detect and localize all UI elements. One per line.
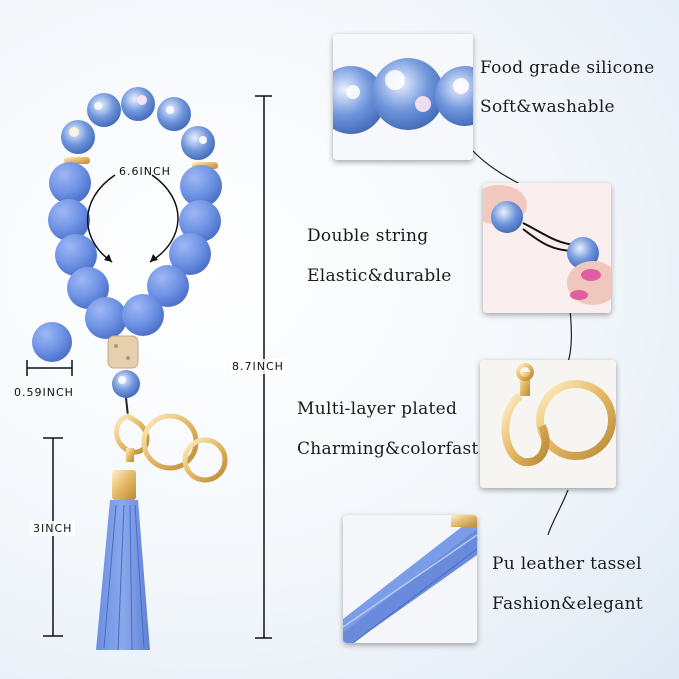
feature-1-line1: Food grade silicone bbox=[480, 58, 655, 78]
wood-bead bbox=[107, 335, 139, 369]
loop-length-label: 6.6INCH bbox=[119, 165, 171, 178]
bead-width-marker bbox=[26, 360, 73, 376]
feature-4-line2: Fashion&elegant bbox=[492, 594, 644, 614]
feature-3-line1: Multi-layer plated bbox=[297, 399, 458, 419]
silicone-beads bbox=[48, 162, 222, 339]
tassel bbox=[96, 500, 150, 651]
feature-2-line2: Elastic&durable bbox=[307, 266, 452, 286]
loop-arrows bbox=[86, 174, 179, 263]
feature-3-line2: Charming&colorfast bbox=[297, 439, 479, 459]
silicone-beads-photo bbox=[333, 34, 473, 160]
feature-4-line1: Pu leather tassel bbox=[492, 554, 642, 574]
tassel-length-marker bbox=[43, 437, 63, 637]
floral-beads bbox=[61, 87, 215, 160]
tassel-cap bbox=[112, 470, 136, 500]
gold-clasp-photo bbox=[480, 360, 616, 488]
feature-1-line2: Soft&washable bbox=[480, 97, 615, 117]
bracelet-illustration bbox=[26, 87, 272, 651]
total-length-label: 8.7INCH bbox=[230, 359, 286, 374]
tassel-photo bbox=[343, 515, 477, 643]
elastic-string-photo bbox=[483, 183, 611, 313]
tassel-length-label: 3INCH bbox=[30, 521, 76, 536]
feature-2-line1: Double string bbox=[307, 226, 429, 246]
single-bead bbox=[32, 322, 72, 362]
bead-size-label: 0.59INCH bbox=[14, 386, 74, 399]
